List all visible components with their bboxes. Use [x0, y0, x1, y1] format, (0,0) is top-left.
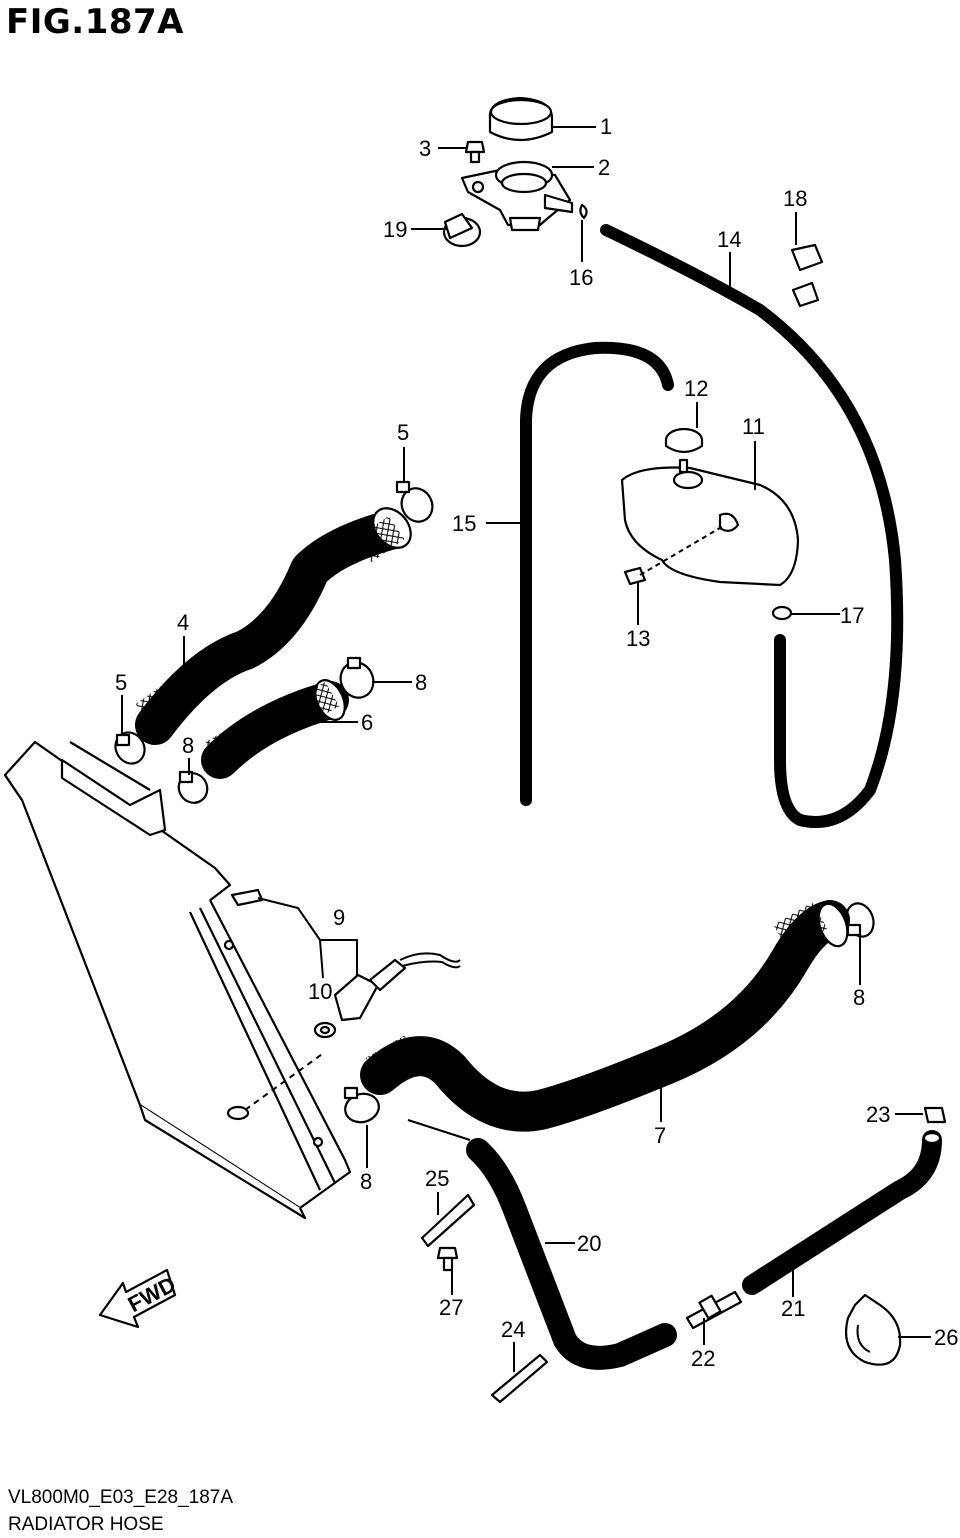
callout-12: 12: [684, 376, 708, 401]
radiator: [3, 740, 352, 1220]
callout-7: 7: [654, 1123, 666, 1148]
callout-22: 22: [691, 1346, 715, 1371]
hose-clip: [771, 605, 793, 621]
callout-21: 21: [781, 1296, 805, 1321]
bolt: [464, 140, 486, 164]
callout-25: 25: [425, 1166, 449, 1191]
clip: [579, 203, 588, 220]
callout-16: 16: [569, 265, 593, 290]
callout-8-c: 8: [853, 985, 865, 1010]
callout-9: 9: [333, 905, 345, 930]
callout-15: 15: [452, 511, 476, 536]
reservoir-hose: [520, 341, 674, 806]
callout-3: 3: [419, 136, 431, 161]
bypass-hose: [201, 679, 349, 779]
callout-8-d: 8: [360, 1169, 372, 1194]
drain-hose: [466, 1138, 677, 1370]
hose-clamp-bracket: [442, 212, 482, 248]
forward-arrow: FWD: [98, 1268, 180, 1329]
callout-18: 18: [783, 186, 807, 211]
callout-4: 4: [177, 610, 189, 635]
gasket-washer: [313, 1021, 337, 1039]
clamp-8-d: [343, 1086, 380, 1124]
callout-27: 27: [439, 1295, 463, 1320]
callout-14: 14: [717, 227, 741, 252]
hose-clip-small: [923, 1106, 947, 1124]
callout-13: 13: [626, 626, 650, 651]
callout-26: 26: [934, 1325, 958, 1350]
reservoir-cap: [664, 427, 704, 454]
callout-11: 11: [742, 414, 765, 439]
reservoir-tank: [620, 458, 800, 587]
radiator-cap: [488, 96, 554, 142]
hose-band-clamp: [844, 1293, 902, 1366]
callout-5-lower: 5: [115, 670, 127, 695]
callout-5-upper: 5: [397, 420, 409, 445]
mounting-bolt: [623, 524, 726, 586]
callout-1: 1: [600, 114, 612, 139]
hose-holder: [790, 243, 824, 308]
callout-labels: 1 2 3 4 5 5 6 7 8 8 8 8 9 10 11 12 13 14…: [115, 114, 958, 1371]
callout-6: 6: [361, 710, 373, 735]
callout-8-a: 8: [415, 670, 427, 695]
filler-neck: [460, 160, 574, 232]
callout-24: 24: [501, 1317, 525, 1342]
breather-hose: [742, 1130, 942, 1295]
figure-name: RADIATOR HOSE: [8, 1514, 164, 1535]
callout-20: 20: [577, 1231, 601, 1256]
hose-joint: [685, 1290, 743, 1330]
overflow-hose: [600, 224, 904, 828]
bracket-bolt: [436, 1246, 459, 1272]
hose-bracket-upper: [420, 1193, 476, 1248]
upper-radiator-hose: [135, 507, 412, 745]
lower-radiator-hose: [360, 900, 850, 1141]
callout-2: 2: [598, 155, 610, 180]
callout-17: 17: [840, 603, 864, 628]
hose-bracket-lower: [490, 1353, 549, 1404]
callout-10: 10: [308, 979, 332, 1004]
callout-23: 23: [866, 1102, 890, 1127]
callout-8-b: 8: [182, 733, 194, 758]
clamp-8-b: [177, 770, 209, 804]
figure-title: FIG.187A: [6, 2, 184, 42]
figure-code: VL800M0_E03_E28_187A: [8, 1487, 234, 1508]
callout-19: 19: [383, 217, 407, 242]
clamp-8-a: [339, 656, 375, 699]
thermo-switch: [333, 952, 461, 1022]
leader-lines: [121, 126, 931, 1372]
